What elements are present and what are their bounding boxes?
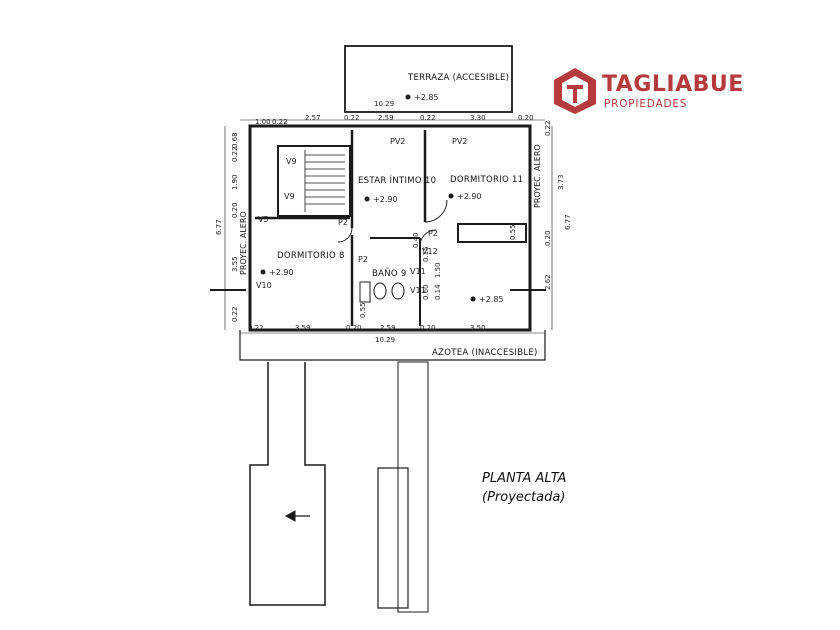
terrace-outline (344, 45, 513, 113)
dim-right-4: 2.62 (544, 274, 552, 290)
dim-top-7: 3.30 (470, 114, 486, 122)
room-label-bano: BAÑO 9 (372, 268, 407, 279)
dim-bot-2: 3.59 (295, 324, 311, 332)
label-proyec-right: PROYEC. ALERO (533, 144, 542, 208)
level-marker-terraza (405, 94, 411, 100)
dim-left-6: 0.22 (231, 306, 239, 322)
opening-p2a: P2 (338, 218, 348, 227)
dim-bot-3: 0.20 (346, 324, 362, 332)
dim-top-1: 1.00 (255, 118, 271, 126)
dim-top-2: 0.22 (272, 118, 288, 126)
dim-left-2: 0.22 (231, 146, 239, 162)
dim-bot-6: 3.50 (470, 324, 486, 332)
lower-projection-right (377, 467, 409, 609)
level-marker-dorm8 (260, 269, 266, 275)
dim-bot-4: 2.59 (380, 324, 396, 332)
dim-bot-1: 0.22 (248, 324, 264, 332)
closet-dorm11 (457, 223, 527, 243)
opening-v12: V12 (422, 247, 438, 256)
opening-p2b: P2 (358, 255, 368, 264)
opening-v11b: V11 (410, 286, 426, 295)
stair-block (277, 145, 351, 217)
arrow-head-icon (284, 510, 296, 522)
house-logo-icon (554, 68, 596, 114)
lower-projection-left (249, 362, 326, 606)
dim-top-6: 0.22 (420, 114, 436, 122)
level-marker-estar (364, 196, 370, 202)
dim-inner-6: 0.60 (422, 284, 430, 300)
dim-bot-total: 10.29 (375, 336, 395, 344)
opening-pv2a: PV2 (390, 137, 405, 146)
opening-v9b: V9 (284, 192, 295, 201)
dim-inner-2: 0.55 (359, 302, 367, 318)
opening-v9a: V9 (286, 157, 297, 166)
door-swing-dorm11 (424, 199, 448, 223)
plan-title: PLANTA ALTA (482, 471, 567, 486)
level-terraza: +2.85 (414, 93, 439, 102)
dim-right-total: 6.77 (564, 214, 572, 230)
level-dorm8: +2.90 (269, 268, 294, 277)
dim-left-5: 3.55 (231, 256, 239, 272)
room-label-terraza: TERRAZA (ACCESIBLE) (407, 73, 509, 83)
dim-inner-1: 0.55 (509, 224, 517, 240)
dim-inner-3: 0.40 (412, 232, 420, 248)
brand-subtitle: PROPIEDADES (604, 98, 688, 110)
toilet-fixture (373, 282, 387, 300)
opening-v5: V5 (258, 215, 269, 224)
bidet-fixture (391, 282, 405, 300)
opening-v10: V10 (256, 281, 272, 290)
label-proyec-left: PROYEC. ALERO (239, 211, 248, 275)
lower-projection-strip (397, 361, 429, 613)
plan-subtitle: (Proyectada) (482, 490, 566, 505)
dim-top-8: 0.20 (518, 114, 534, 122)
dim-top-4: 0.22 (344, 114, 360, 122)
room-label-azotea: AZOTEA (INACCESIBLE) (432, 348, 538, 358)
azotea-outline (239, 330, 546, 361)
brand-name: TAGLIABUE (602, 72, 744, 97)
opening-pv2b: PV2 (452, 137, 467, 146)
opening-p2c: P2 (428, 229, 438, 238)
outer-walls (248, 124, 532, 332)
dim-top-5: 2.59 (378, 114, 394, 122)
dim-left-total: 6.77 (215, 219, 223, 235)
dim-top-3: 2.57 (305, 114, 321, 122)
room-label-estar: ESTAR ÍNTIMO 10 (358, 174, 436, 186)
level-estar: +2.90 (373, 195, 398, 204)
dim-top-total: 10.29 (374, 100, 394, 108)
dim-right-2: 3.73 (557, 174, 565, 190)
level-marker-dorm11 (448, 193, 454, 199)
dim-inner-5: 0.15 (422, 246, 430, 262)
sink-fixture (359, 281, 371, 303)
dim-right-1: 0.22 (544, 120, 552, 136)
dim-left-4: 0.20 (231, 202, 239, 218)
dim-right-3: 0.20 (544, 230, 552, 246)
door-swing-bano (419, 229, 437, 247)
dim-inner-7: 0.14 (434, 284, 442, 300)
level-bano: +2.85 (479, 295, 504, 304)
dim-left-1: 0.68 (231, 132, 239, 148)
stair-steps (304, 150, 345, 212)
opening-v11a: V11 (410, 267, 426, 276)
door-swing-dorm8 (337, 227, 353, 243)
dim-bot-5: 0.20 (420, 324, 436, 332)
level-marker-bano (470, 296, 476, 302)
room-label-dorm11: DORMITORIO 11 (450, 175, 523, 185)
dim-inner-4: 1.50 (434, 262, 442, 278)
brand-logo: TAGLIABUE PROPIEDADES (552, 66, 752, 116)
room-label-dorm8: DORMITORIO 8 (277, 251, 345, 261)
dim-left-3: 1.90 (231, 174, 239, 190)
level-dorm11: +2.90 (457, 192, 482, 201)
